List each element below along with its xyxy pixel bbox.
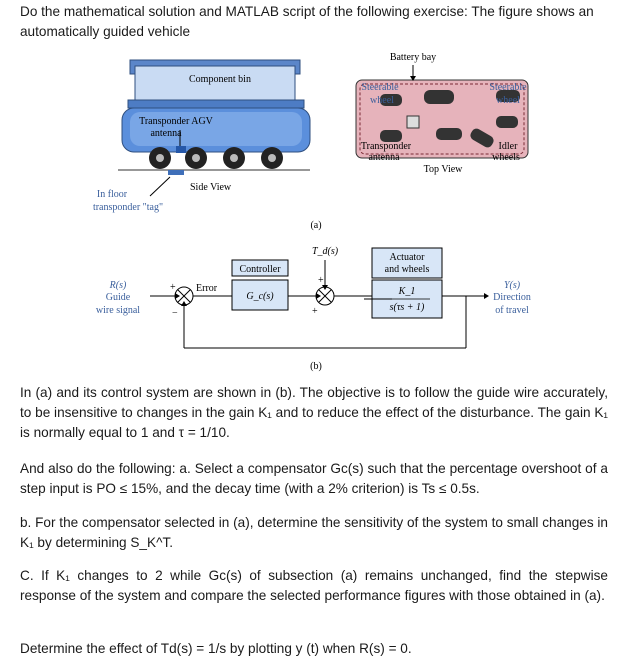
y-label: Y(s): [504, 280, 521, 291]
sum2-plus-top: +: [318, 275, 324, 286]
paragraph-1: In (a) and its control system are shown …: [20, 385, 608, 440]
paragraph-2: And also do the following: a. Select a c…: [20, 461, 608, 496]
sum1-plus: +: [170, 282, 176, 293]
steerable-right-label: Steerable: [489, 82, 527, 93]
r-label-2: Guide: [106, 292, 131, 303]
top-view-vehicle: [355, 65, 529, 159]
sum2-plus-left: +: [312, 306, 318, 317]
battery-bay-label: Battery bay: [390, 52, 436, 63]
tf-denominator: s(τs + 1): [390, 302, 425, 313]
top-view-label: Top View: [424, 164, 464, 175]
idler-label: Idler: [499, 141, 519, 152]
actuator-label: Actuator: [390, 252, 426, 263]
controller-label: Controller: [239, 264, 281, 275]
actuator-label-2: and wheels: [385, 264, 430, 275]
transponder-label: Transponder: [361, 141, 412, 152]
paragraph-3: b. For the compensator selected in (a), …: [20, 515, 608, 550]
r-label: R(s): [109, 280, 127, 291]
gc-label: G_c(s): [246, 291, 274, 302]
transponder-label-2: antenna: [368, 152, 400, 163]
side-view-vehicle: [118, 59, 311, 197]
k1-numerator: K_1: [398, 286, 416, 297]
arrowheads: [175, 285, 489, 306]
side-view-label: Side View: [190, 182, 232, 193]
steerable-left-label: Steerable: [361, 82, 399, 93]
intro-text: Do the mathematical solution and MATLAB …: [20, 4, 594, 39]
y-label-3: of travel: [495, 305, 529, 316]
block-diagram: [150, 247, 484, 349]
paragraph-5: Determine the effect of Td(s) = 1/s by p…: [20, 641, 412, 656]
y-label-2: Direction: [493, 292, 531, 303]
transponder-agv-label: Transponder AGV: [139, 116, 214, 127]
steerable-left-label-2: wheel: [370, 95, 394, 106]
idler-label-2: wheels: [492, 152, 520, 163]
transponder-agv-label-2: antenna: [150, 128, 182, 139]
figure: Component bin Transponder AGV antenna In…: [93, 52, 531, 372]
steerable-right-label-2: wheel: [496, 95, 520, 106]
caption-a: (a): [310, 220, 321, 231]
in-floor-label: In floor: [97, 189, 128, 200]
error-label: Error: [196, 283, 218, 294]
paragraph-4: C. If K₁ changes to 2 while Gc(s) of sub…: [20, 568, 608, 603]
sum1-minus: −: [172, 308, 178, 319]
in-floor-label-2: transponder "tag": [93, 202, 163, 213]
component-bin-label: Component bin: [189, 74, 251, 85]
td-label: T_d(s): [312, 246, 339, 257]
r-label-3: wire signal: [96, 305, 140, 316]
caption-b: (b): [310, 361, 322, 372]
